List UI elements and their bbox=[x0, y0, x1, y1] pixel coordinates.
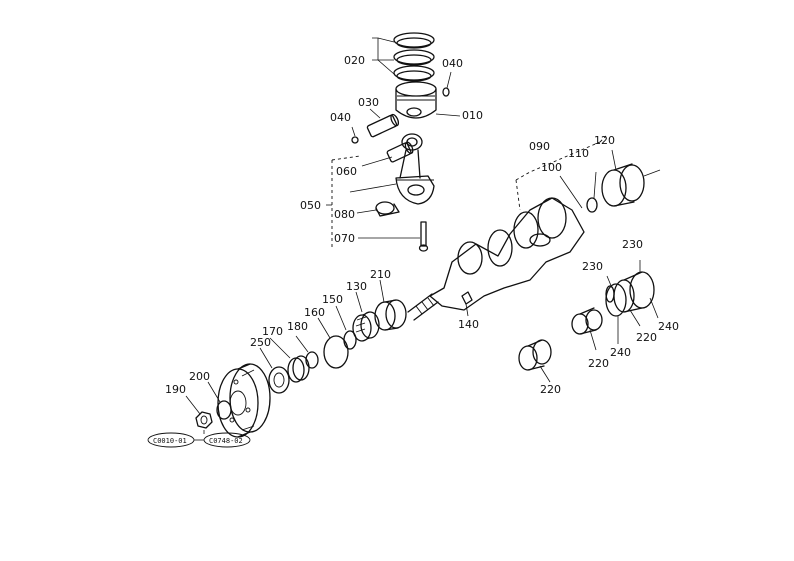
main-bearing-front bbox=[518, 339, 552, 371]
label-030: 030 bbox=[358, 96, 379, 109]
label-220-rear: 220 bbox=[636, 331, 657, 344]
label-170: 170 bbox=[262, 325, 283, 338]
label-050: 050 bbox=[300, 199, 321, 212]
label-020: 020 bbox=[344, 54, 365, 67]
label-100: 100 bbox=[541, 161, 562, 174]
crank-gear bbox=[374, 299, 407, 331]
label-140: 140 bbox=[458, 318, 479, 331]
conrod-bolt bbox=[418, 221, 429, 252]
main-bearing-rear bbox=[601, 163, 645, 207]
label-190: 190 bbox=[165, 383, 186, 396]
main-bearing-mid bbox=[571, 307, 603, 335]
label-120: 120 bbox=[594, 134, 615, 147]
label-010: 010 bbox=[462, 109, 483, 122]
label-220-front: 220 bbox=[540, 383, 561, 396]
crank-timing-gear bbox=[352, 311, 380, 342]
label-180: 180 bbox=[287, 320, 308, 333]
o-ring bbox=[305, 351, 319, 369]
oil-slinger-plate bbox=[323, 335, 349, 369]
pulley-nut bbox=[195, 411, 213, 429]
piston-rings bbox=[393, 32, 435, 82]
label-070: 070 bbox=[334, 232, 355, 245]
piston bbox=[395, 81, 437, 119]
label-150: 150 bbox=[322, 293, 343, 306]
label-160: 160 bbox=[304, 306, 325, 319]
label-090: 090 bbox=[529, 140, 550, 153]
circlip-left bbox=[351, 136, 359, 144]
conrod-bearing bbox=[375, 201, 400, 217]
label-040-left: 040 bbox=[330, 111, 351, 124]
connecting-rod bbox=[395, 133, 435, 205]
ref-code-2: C0748-02 bbox=[209, 437, 243, 445]
oil-seal bbox=[287, 355, 310, 383]
collar bbox=[343, 330, 357, 350]
label-240-right: 240 bbox=[658, 320, 679, 333]
label-250: 250 bbox=[250, 336, 271, 349]
label-040-right: 040 bbox=[442, 57, 463, 70]
piston-pin bbox=[366, 113, 400, 138]
main-bearing-housing-right bbox=[605, 271, 655, 317]
small-end-bushing bbox=[386, 141, 414, 163]
label-130: 130 bbox=[346, 280, 367, 293]
label-210: 210 bbox=[370, 268, 391, 281]
crank-collar bbox=[268, 366, 290, 394]
pulley-washer bbox=[216, 400, 232, 420]
label-230-right: 230 bbox=[622, 238, 643, 251]
ref-code-1: C0010-01 bbox=[153, 437, 187, 445]
label-200: 200 bbox=[189, 370, 210, 383]
woodruff-key bbox=[461, 291, 473, 305]
label-060: 060 bbox=[336, 165, 357, 178]
crankshaft-pulley bbox=[217, 363, 271, 438]
circlip-right bbox=[442, 87, 450, 97]
label-110: 110 bbox=[568, 147, 589, 160]
label-230-left: 230 bbox=[582, 260, 603, 273]
label-240-mid: 240 bbox=[610, 346, 631, 359]
label-080: 080 bbox=[334, 208, 355, 221]
crank-seal-ring bbox=[586, 197, 598, 213]
label-220-mid: 220 bbox=[588, 357, 609, 370]
crankshaft bbox=[407, 197, 585, 321]
